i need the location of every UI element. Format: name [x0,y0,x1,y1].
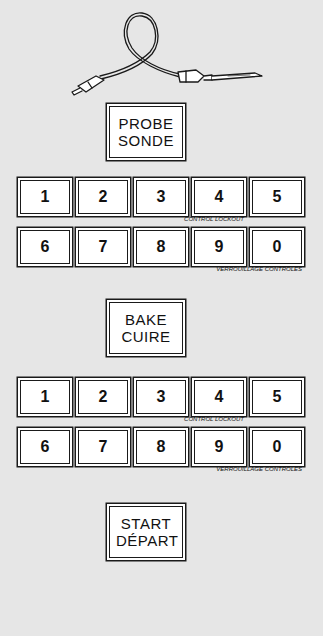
key-number: 9 [215,438,224,456]
number-key: 0 [252,430,302,464]
button-label: START DÉPART [116,515,176,550]
key-number: 8 [157,438,166,456]
number-key: 5 [252,380,302,414]
number-key: 7 [78,430,128,464]
number-key: 8 [136,430,186,464]
number-key: 6 [20,230,70,264]
number-key: 2 [78,180,128,214]
number-key: 3 [136,380,186,414]
button-label: PROBE SONDE [116,115,176,150]
key-number: 3 [157,188,166,206]
number-key: 9 [194,430,244,464]
number-key: 5 [252,180,302,214]
number-key: 3 [136,180,186,214]
key-number: 4 [215,388,224,406]
function-button: START DÉPART [109,506,183,558]
number-key: 8 [136,230,186,264]
key-number: 5 [273,388,282,406]
lockout-label: CONTROL LOCKOUT [184,416,244,422]
number-key: 2 [78,380,128,414]
key-number: 8 [157,238,166,256]
number-key: 9 [194,230,244,264]
function-button: PROBE SONDE [109,106,183,158]
number-key: 1 [20,380,70,414]
button-label: BAKE CUIRE [116,311,176,346]
function-button: BAKE CUIRE [109,302,183,354]
key-number: 6 [41,238,50,256]
key-number: 6 [41,438,50,456]
key-number: 5 [273,188,282,206]
lockout-label: VERROUILLAGE CONTRÔLES [216,466,302,472]
key-number: 1 [41,188,50,206]
key-number: 7 [99,438,108,456]
key-number: 2 [99,188,108,206]
key-number: 4 [215,188,224,206]
key-number: 2 [99,388,108,406]
number-key: 6 [20,430,70,464]
key-number: 1 [41,388,50,406]
key-number: 0 [273,438,282,456]
key-number: 9 [215,238,224,256]
number-key: 1 [20,180,70,214]
number-key: 7 [78,230,128,264]
key-number: 3 [157,388,166,406]
key-number: 0 [273,238,282,256]
number-key: 4 [194,380,244,414]
lockout-label: VERROUILLAGE CONTRÔLES [216,266,302,272]
number-key: 0 [252,230,302,264]
number-key: 4 [194,180,244,214]
key-number: 7 [99,238,108,256]
lockout-label: CONTROL LOCKOUT [184,216,244,222]
